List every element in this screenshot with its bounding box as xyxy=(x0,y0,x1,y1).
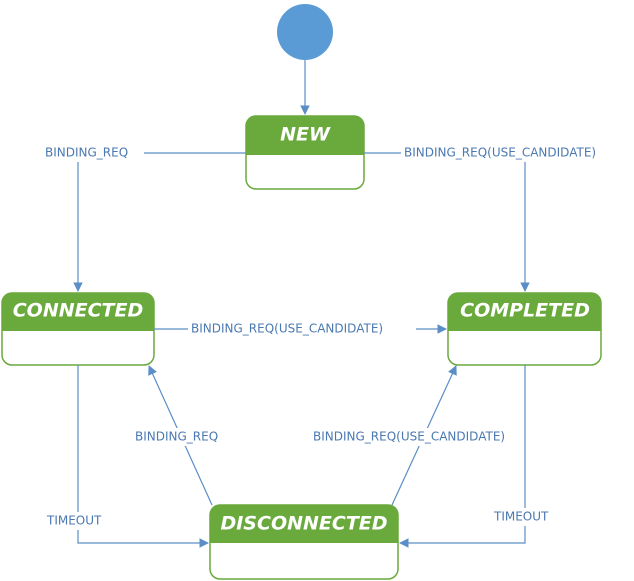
state-completed-title: COMPLETED xyxy=(460,300,590,322)
label-completed-to-disconnected: TIMEOUT xyxy=(493,510,549,524)
state-new-title: NEW xyxy=(280,124,331,146)
edge-connected-to-disconnected xyxy=(77,365,209,548)
label-new-to-connected: BINDING_REQ xyxy=(45,146,128,160)
edge-completed-to-disconnected xyxy=(399,365,526,548)
state-completed: COMPLETED xyxy=(447,292,602,366)
label-new-to-completed: BINDING_REQ(USE_CANDIDATE) xyxy=(404,146,596,160)
state-connected: CONNECTED xyxy=(1,292,155,366)
state-disconnected-title: DISCONNECTED xyxy=(220,513,387,535)
state-new: NEW xyxy=(245,115,365,190)
state-connected-title: CONNECTED xyxy=(13,300,144,322)
edge-new-to-completed xyxy=(364,152,530,292)
label-connected-to-completed: BINDING_REQ(USE_CANDIDATE) xyxy=(191,322,383,336)
state-disconnected: DISCONNECTED xyxy=(209,504,399,580)
edge-new-to-connected xyxy=(73,152,246,292)
label-disconnected-to-connected: BINDING_REQ xyxy=(135,430,218,444)
label-disconnected-to-completed: BINDING_REQ(USE_CANDIDATE) xyxy=(313,430,505,444)
initial-node xyxy=(277,4,333,60)
label-connected-to-disconnected: TIMEOUT xyxy=(46,514,102,528)
